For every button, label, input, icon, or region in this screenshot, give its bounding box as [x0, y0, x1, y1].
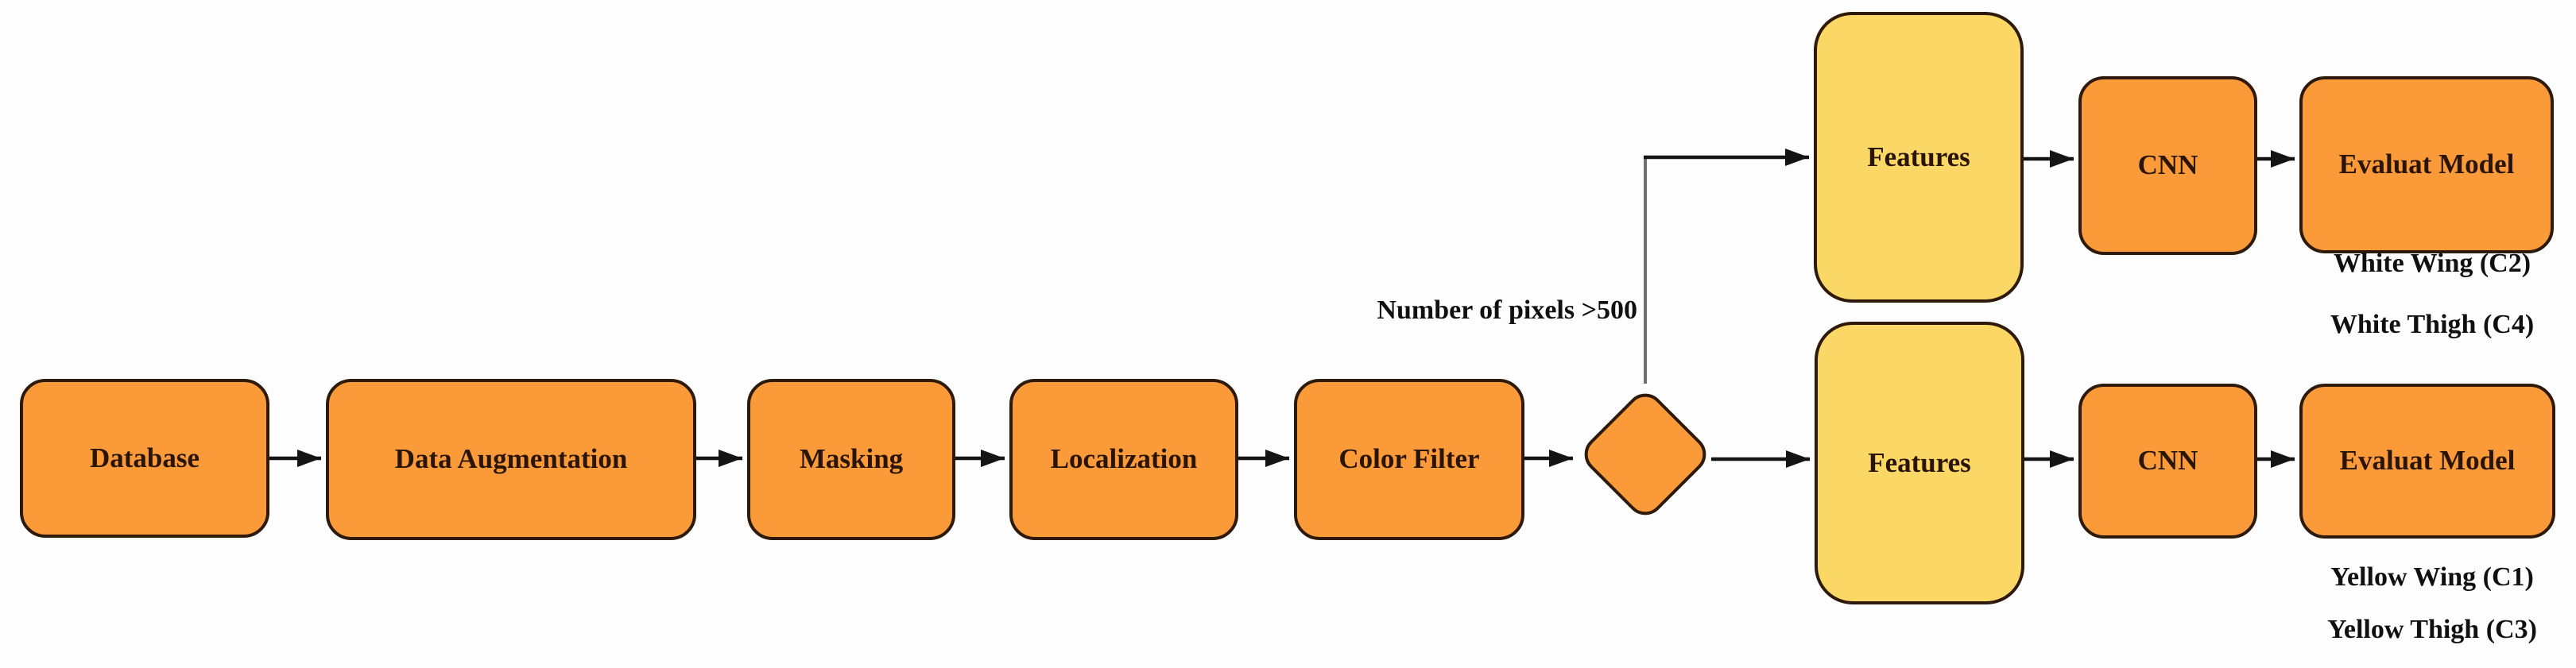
- node-evaluate-model-top: Evaluat Model: [2299, 76, 2554, 253]
- node-data-augmentation: Data Augmentation: [326, 379, 696, 540]
- output-label-white-thigh: White Thigh (C4): [2330, 310, 2535, 339]
- output-label-yellow-thigh: Yellow Thigh (C3): [2327, 615, 2537, 644]
- node-masking: Masking: [747, 379, 955, 540]
- node-cnn-top: CNN: [2078, 76, 2257, 255]
- output-label-white-wing: White Wing (C2): [2333, 249, 2531, 278]
- pixel-condition-label: Number of pixels >500: [1377, 295, 1637, 325]
- node-database: Database: [20, 379, 269, 538]
- output-label-yellow-wing: Yellow Wing (C1): [2330, 562, 2534, 592]
- node-color-filter: Color Filter: [1294, 379, 1524, 540]
- node-localization: Localization: [1009, 379, 1238, 540]
- node-cnn-bottom: CNN: [2078, 384, 2257, 539]
- node-features-bottom: Features: [1815, 322, 2024, 604]
- node-evaluate-model-bottom: Evaluat Model: [2299, 384, 2555, 539]
- node-features-top: Features: [1814, 12, 2024, 303]
